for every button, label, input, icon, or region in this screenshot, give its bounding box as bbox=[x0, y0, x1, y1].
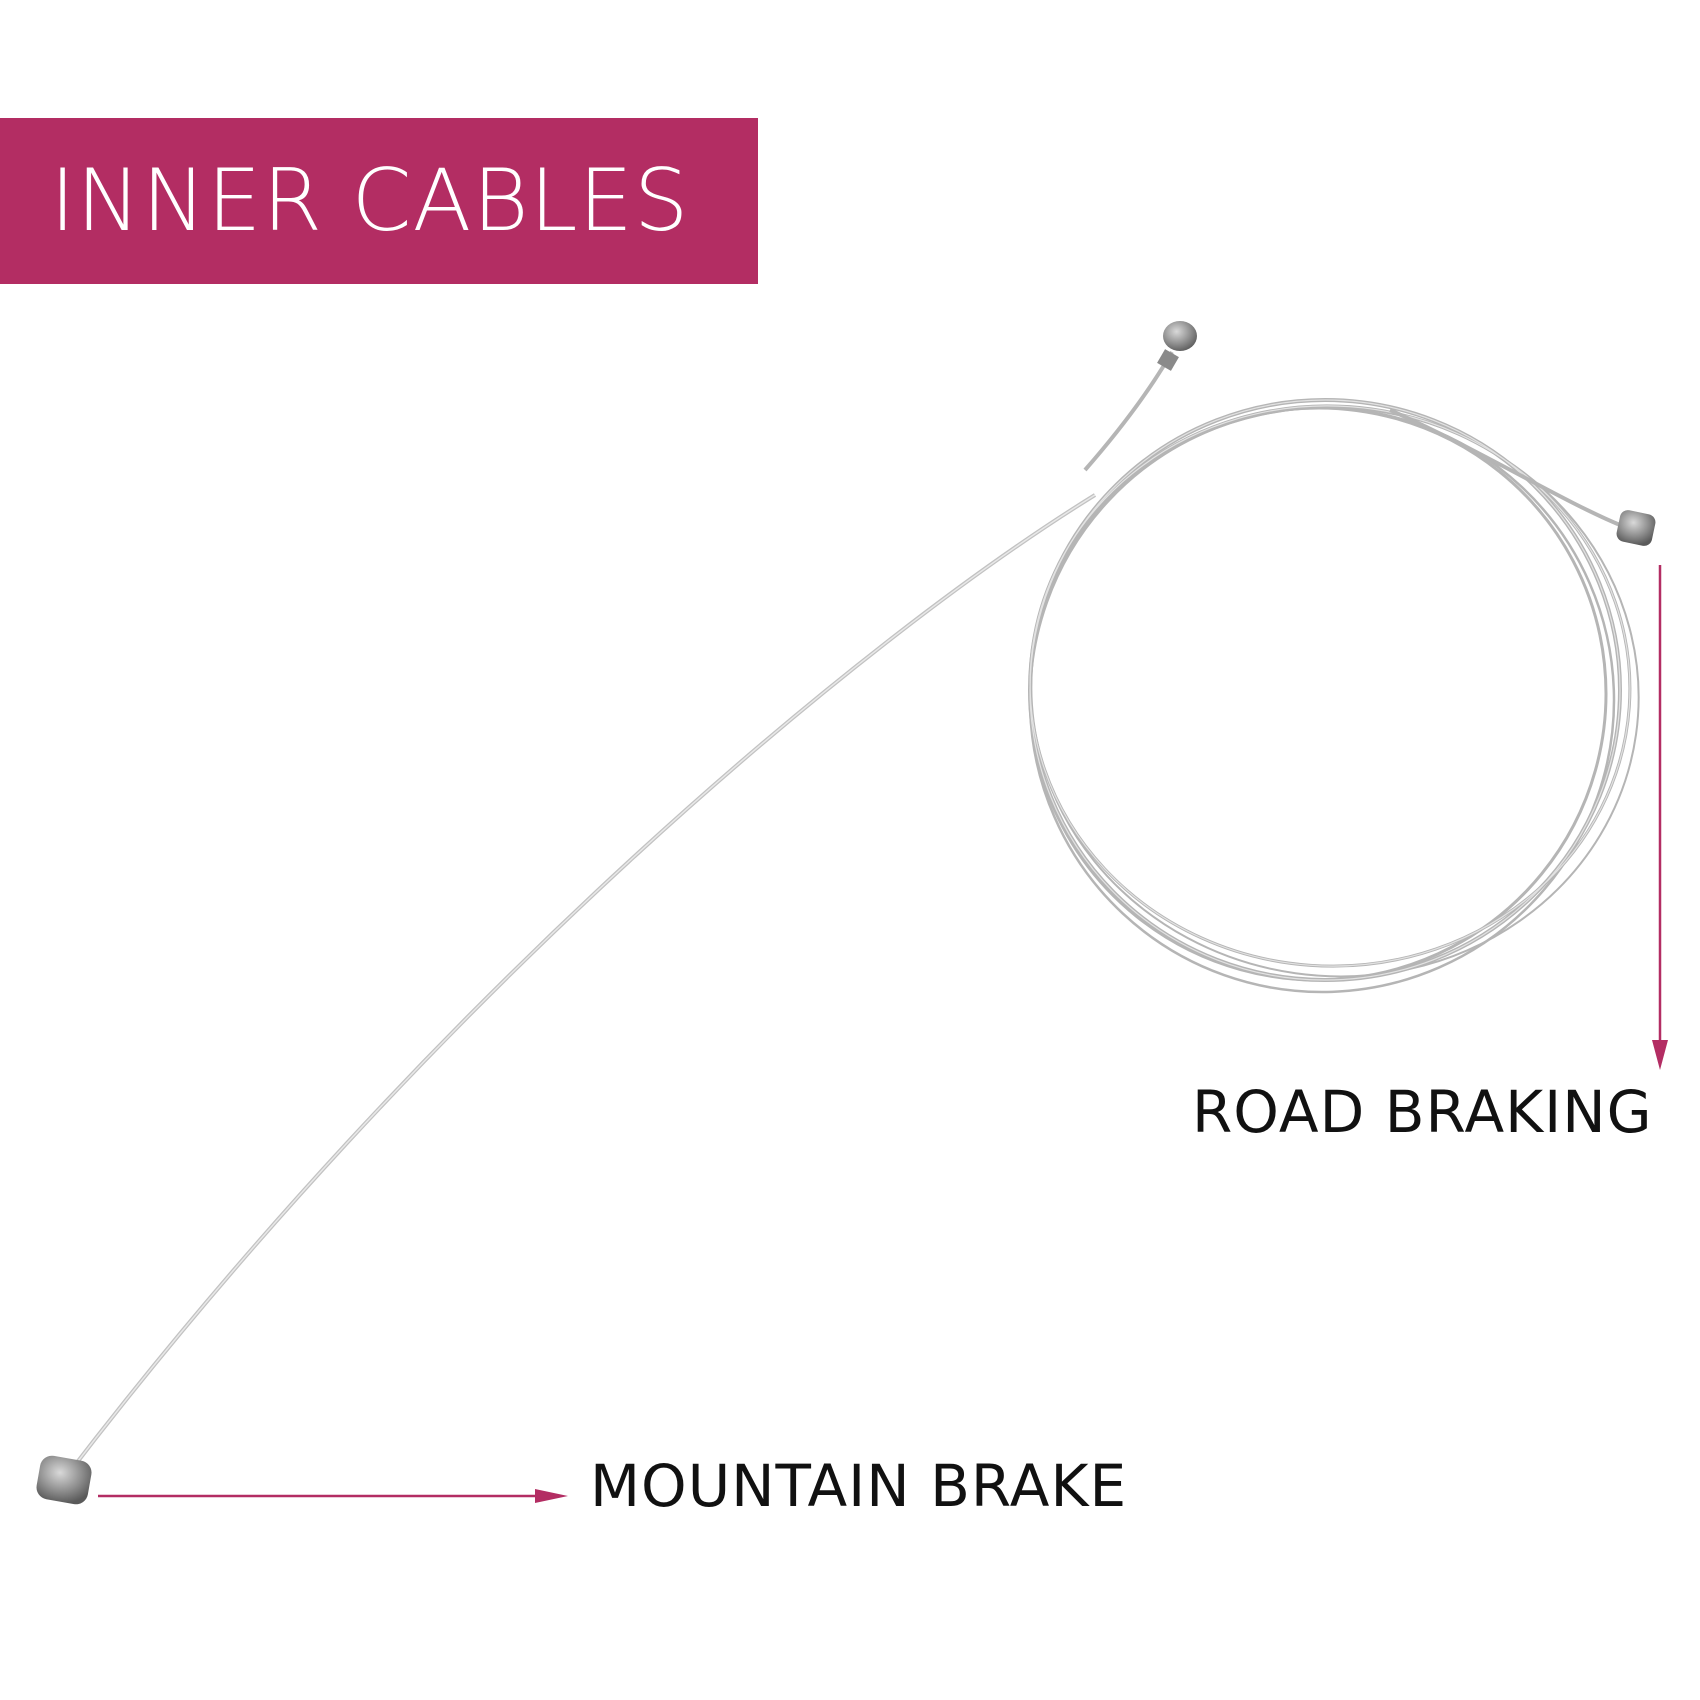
page-title: INNER CABLES bbox=[50, 151, 690, 251]
road-endcap-icon bbox=[1616, 510, 1656, 546]
mountain-arrow-icon bbox=[98, 1489, 568, 1503]
cable-coil bbox=[1028, 398, 1640, 994]
road-arrow-icon bbox=[1652, 565, 1668, 1070]
mushroom-endcap-icon bbox=[1157, 321, 1197, 371]
mountain-brake-label: MOUNTAIN BRAKE bbox=[590, 1452, 1128, 1520]
road-braking-label: ROAD BRAKING bbox=[1192, 1078, 1653, 1146]
title-banner: INNER CABLES bbox=[0, 118, 758, 284]
right-cable-end bbox=[1389, 408, 1621, 527]
mountain-endcap-icon bbox=[36, 1455, 92, 1505]
straight-cable bbox=[63, 493, 1097, 1480]
